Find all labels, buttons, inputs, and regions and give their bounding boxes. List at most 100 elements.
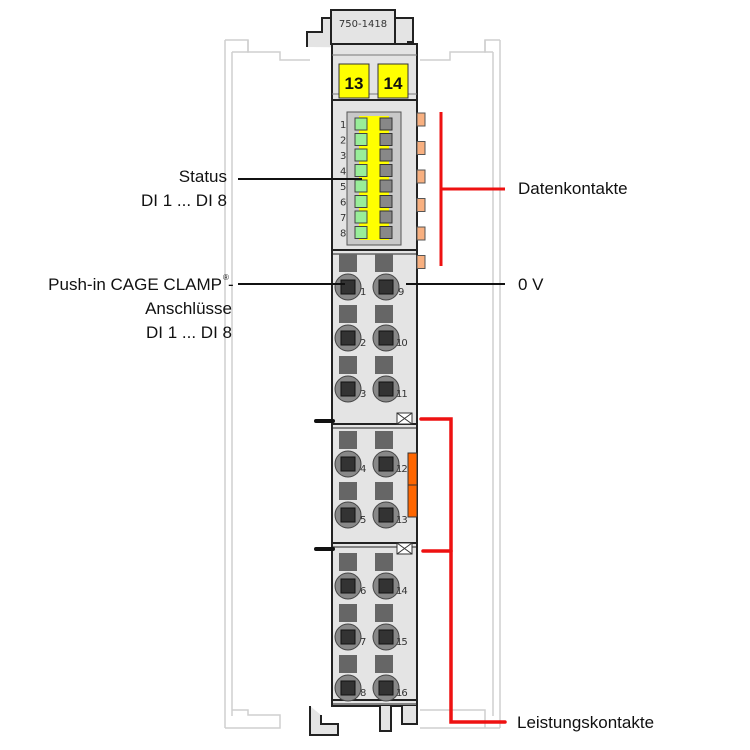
led-indicator-off: [379, 164, 393, 177]
wire-entry: [378, 680, 394, 696]
led-number: 3: [340, 151, 346, 162]
wire-entry: [378, 507, 394, 523]
status-led: [354, 179, 368, 193]
zero-v-label: 0 V: [518, 275, 544, 294]
led-row: 4: [340, 164, 393, 178]
terminal-number: 6: [360, 586, 366, 597]
led-number: 1: [340, 120, 346, 131]
data-contact: [416, 226, 426, 241]
data-contacts: [416, 112, 426, 269]
terminal-row: 6 14: [334, 553, 408, 600]
status-led: [354, 117, 368, 131]
data-contact: [416, 255, 426, 269]
release-button[interactable]: [375, 604, 393, 622]
data-contact: [416, 198, 426, 212]
led-indicator-off: [379, 179, 393, 193]
terminal-number: 11: [396, 389, 407, 400]
led-indicator-off: [379, 148, 393, 162]
wire-entry: [378, 578, 394, 594]
led-row: 1: [340, 117, 393, 131]
release-button[interactable]: [375, 305, 393, 323]
wire-entry: [340, 578, 356, 594]
bottom-foot-right: [379, 706, 418, 732]
power-contacts-label: Leistungskontakte: [517, 713, 654, 732]
wire-entry: [378, 629, 394, 645]
led-row: 8: [340, 226, 393, 240]
status-led: [354, 226, 368, 239]
wire-entry: [340, 507, 356, 523]
bottom-foot-left: [309, 706, 339, 736]
release-button[interactable]: [339, 482, 357, 500]
status-led: [354, 164, 368, 177]
wire-entry: [378, 330, 394, 346]
led-indicator-off: [379, 210, 393, 224]
release-button[interactable]: [375, 655, 393, 673]
led-indicator-off: [379, 117, 393, 131]
terminal-number: 13: [396, 515, 407, 526]
led-row: 6: [340, 195, 393, 209]
terminal-number: 10: [396, 338, 407, 349]
power-contact-x-top: [396, 412, 413, 425]
release-button[interactable]: [339, 553, 357, 571]
release-button[interactable]: [375, 356, 393, 374]
status-range-label: DI 1 ... DI 8: [141, 191, 227, 210]
release-button[interactable]: [375, 553, 393, 571]
wire-entry: [378, 381, 394, 397]
terminal-number: 8: [360, 688, 366, 699]
wire-entry: [340, 330, 356, 346]
led-indicator-off: [379, 226, 393, 239]
clamp-connections-label: Anschlüsse: [145, 299, 232, 318]
led-number: 4: [340, 167, 346, 178]
terminal-number: 5: [360, 515, 366, 526]
release-button[interactable]: [375, 482, 393, 500]
marker-13-label: 13: [345, 74, 364, 93]
marker-14-label: 14: [384, 74, 403, 93]
terminal-row: 5 13: [334, 482, 408, 529]
terminal-number: 3: [360, 389, 366, 400]
marker-13: [338, 63, 370, 99]
release-button[interactable]: [339, 254, 357, 272]
registered-mark: ®: [223, 273, 229, 282]
led-row: 3: [340, 148, 393, 162]
led-indicator-off: [379, 133, 393, 146]
release-button[interactable]: [339, 655, 357, 673]
release-button[interactable]: [339, 356, 357, 374]
terminal-number: 9: [398, 287, 404, 298]
wire-entry: [340, 279, 356, 295]
status-led: [354, 210, 368, 224]
data-contact: [416, 141, 426, 155]
terminal-number: 7: [360, 637, 366, 648]
data-contact: [416, 112, 426, 127]
terminal-row: 2 10: [334, 305, 408, 352]
led-number: 2: [340, 136, 346, 147]
ghost-module-outline: [224, 39, 501, 729]
led-indicator-off: [379, 195, 393, 208]
led-row: 7: [340, 210, 393, 224]
terminal-number: 14: [396, 586, 407, 597]
release-button[interactable]: [375, 431, 393, 449]
clamp-label: Push-in CAGE CLAMP: [48, 275, 222, 294]
led-number: 6: [340, 198, 346, 209]
data-contacts-bracket: [439, 112, 505, 266]
terminal-number: 2: [360, 338, 366, 349]
release-button[interactable]: [339, 431, 357, 449]
release-button[interactable]: [339, 305, 357, 323]
wire-entry: [340, 381, 356, 397]
status-label: Status: [179, 167, 227, 186]
status-led: [354, 148, 368, 162]
status-led: [354, 195, 368, 208]
marker-14: [377, 63, 409, 99]
release-button[interactable]: [375, 254, 393, 272]
power-contact-x-bottom: [396, 542, 413, 555]
release-button[interactable]: [339, 604, 357, 622]
wire-entry: [378, 279, 394, 295]
terminal-number: 1: [360, 287, 366, 298]
terminal-number: 4: [360, 464, 366, 475]
